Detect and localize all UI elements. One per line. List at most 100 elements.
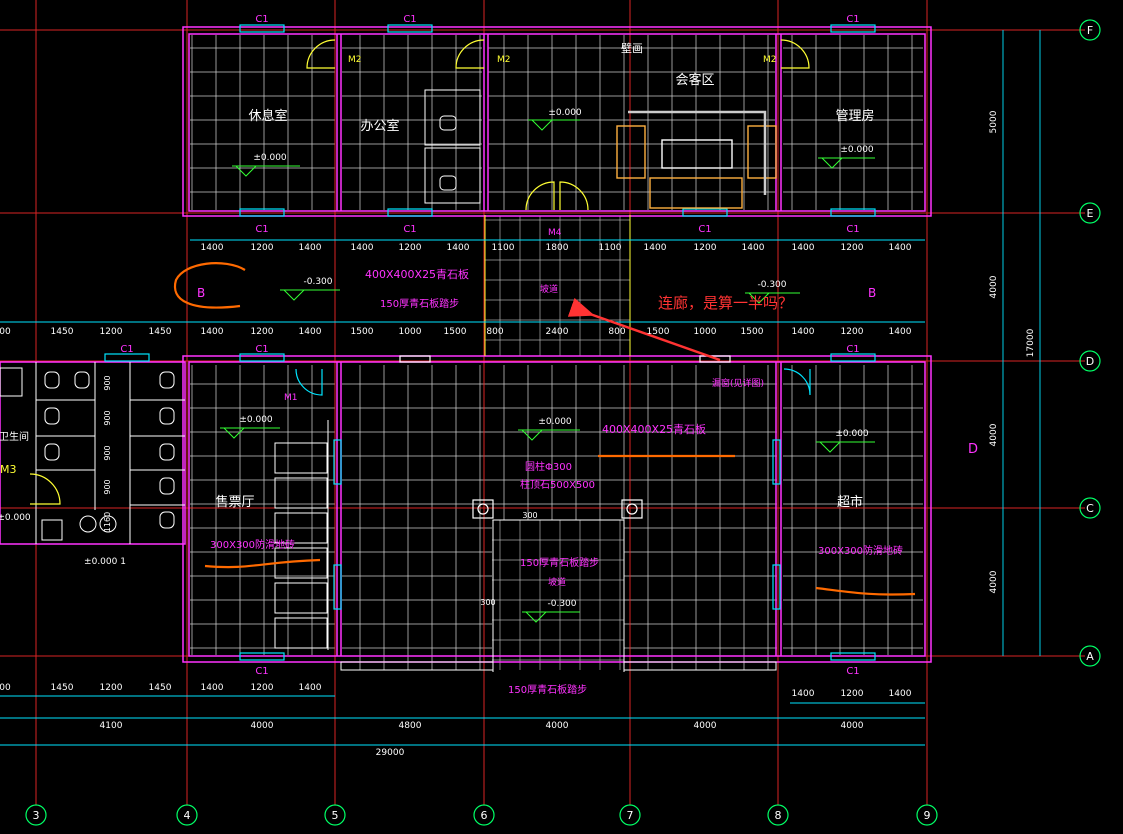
dim-right: 4000 <box>989 423 999 446</box>
dim-upper: 1400 <box>644 243 667 253</box>
dim-mid: 1500 <box>741 327 764 337</box>
dim-upper: 1200 <box>251 243 274 253</box>
axis-label-f: F <box>1087 24 1093 37</box>
note-ramp: 坡道 <box>548 576 566 588</box>
room-reception: 会客区 <box>675 72 714 88</box>
axis-label-8: 8 <box>775 809 782 822</box>
dim-mid: 1400 <box>201 327 224 337</box>
note-hollow-window: 漏窗(见详图) <box>712 377 764 389</box>
level-corridor-right: -0.300 <box>757 280 786 290</box>
dim-mid: 00 <box>0 327 11 337</box>
windows <box>104 24 876 661</box>
markup-strokes <box>173 262 916 596</box>
dim-bay: 4000 <box>546 721 569 731</box>
dim-mid: 1400 <box>299 327 322 337</box>
dim-misc: 300 <box>522 511 537 520</box>
dim-low: 1400 <box>299 683 322 693</box>
level-symbols <box>220 119 875 623</box>
dim-misc: 300 <box>480 598 495 607</box>
room-supermarket: 超市 <box>837 494 863 510</box>
room-ticket-hall: 售票厅 <box>215 494 254 510</box>
level-hall: ±0.000 <box>538 417 572 427</box>
level-toilet-2: ±0.000 1 <box>84 557 126 567</box>
dim-upper: 1400 <box>351 243 374 253</box>
axis-label-4: 4 <box>184 809 191 822</box>
dim-right: 4000 <box>989 275 999 298</box>
level-rest: ±0.000 <box>253 153 287 163</box>
room-office: 办公室 <box>360 118 399 134</box>
dim-upper: 1400 <box>447 243 470 253</box>
dim-upper: 1200 <box>694 243 717 253</box>
dim-low: 1400 <box>201 683 224 693</box>
axis-bubbles <box>25 19 1101 826</box>
dim-supermarket: 1200 <box>841 689 864 699</box>
toilet-block <box>0 361 186 545</box>
axis-label-9: 9 <box>924 809 931 822</box>
note-steps-corridor: 150厚青石板踏步 <box>380 297 459 310</box>
note-column: 圆柱Φ300 <box>525 460 572 473</box>
dim-bay: 4100 <box>100 721 123 731</box>
dim-misc: 900 <box>103 479 112 494</box>
dim-low: 1200 <box>100 683 123 693</box>
dim-mid: 1200 <box>841 327 864 337</box>
dim-low: 1450 <box>51 683 74 693</box>
door-label-m2-b: M2 <box>497 55 511 65</box>
dim-upper: 1800 <box>546 243 569 253</box>
dim-misc: 900 <box>103 410 112 425</box>
axis-label-6: 6 <box>481 809 488 822</box>
window-label: C1 <box>120 344 133 355</box>
axis-label-e: E <box>1087 207 1094 220</box>
window-label: C1 <box>846 344 859 355</box>
dim-mid: 800 <box>608 327 625 337</box>
dim-bay: 4000 <box>841 721 864 731</box>
walls <box>182 26 932 663</box>
dim-upper: 1400 <box>889 243 912 253</box>
doors <box>29 39 811 505</box>
dim-mid: 1200 <box>100 327 123 337</box>
note-steps-center: 150厚青石板踏步 <box>520 556 599 569</box>
dim-mid: 800 <box>486 327 503 337</box>
window-label: C1 <box>846 666 859 677</box>
window-label: C1 <box>846 14 859 25</box>
dim-mid: 1000 <box>399 327 422 337</box>
dim-upper: 1100 <box>492 243 515 253</box>
room-toilet: 卫生间 <box>0 430 29 443</box>
note-stone-hall: 400X400X25青石板 <box>602 422 706 436</box>
window-label: C1 <box>698 224 711 235</box>
level-supermarket: ±0.000 <box>835 429 869 439</box>
window-label: C1 <box>846 224 859 235</box>
furniture-office <box>424 89 481 204</box>
room-management: 管理房 <box>835 108 874 124</box>
room-rest: 休息室 <box>248 108 287 124</box>
dim-low: 1200 <box>251 683 274 693</box>
dim-mid: 1500 <box>647 327 670 337</box>
dim-misc: 900 <box>103 445 112 460</box>
axis-label-3: 3 <box>33 809 40 822</box>
axis-label-d: D <box>1086 355 1094 368</box>
dim-mid: 2400 <box>546 327 569 337</box>
level-ticket: ±0.000 <box>239 415 273 425</box>
dim-mid: 1450 <box>149 327 172 337</box>
dim-low: 00 <box>0 683 11 693</box>
level-corridor-left: -0.300 <box>303 277 332 287</box>
dim-overall: 17000 <box>1026 328 1036 357</box>
dim-bay: 4800 <box>399 721 422 731</box>
dim-right: 5000 <box>989 110 999 133</box>
level-reception: ±0.000 <box>548 108 582 118</box>
door-label-m4: M4 <box>548 228 562 238</box>
dim-supermarket: 1400 <box>792 689 815 699</box>
axis-label-c: C <box>1086 502 1094 515</box>
window-label: C1 <box>255 344 268 355</box>
dim-misc: 1160 <box>103 512 112 532</box>
level-toilet: ±0.000 <box>0 513 31 523</box>
note-stone-corridor: 400X400X25青石板 <box>365 267 469 281</box>
mural-label: 壁画 <box>621 41 643 55</box>
dim-mid: 1500 <box>351 327 374 337</box>
door-label-m2-a: M2 <box>348 55 362 65</box>
dimension-lines <box>0 30 1041 746</box>
steps <box>340 215 777 672</box>
furniture-sofa-set <box>616 110 777 209</box>
note-tile-ticket: 300X300防滑地砖 <box>210 538 295 551</box>
dim-upper: 1400 <box>792 243 815 253</box>
